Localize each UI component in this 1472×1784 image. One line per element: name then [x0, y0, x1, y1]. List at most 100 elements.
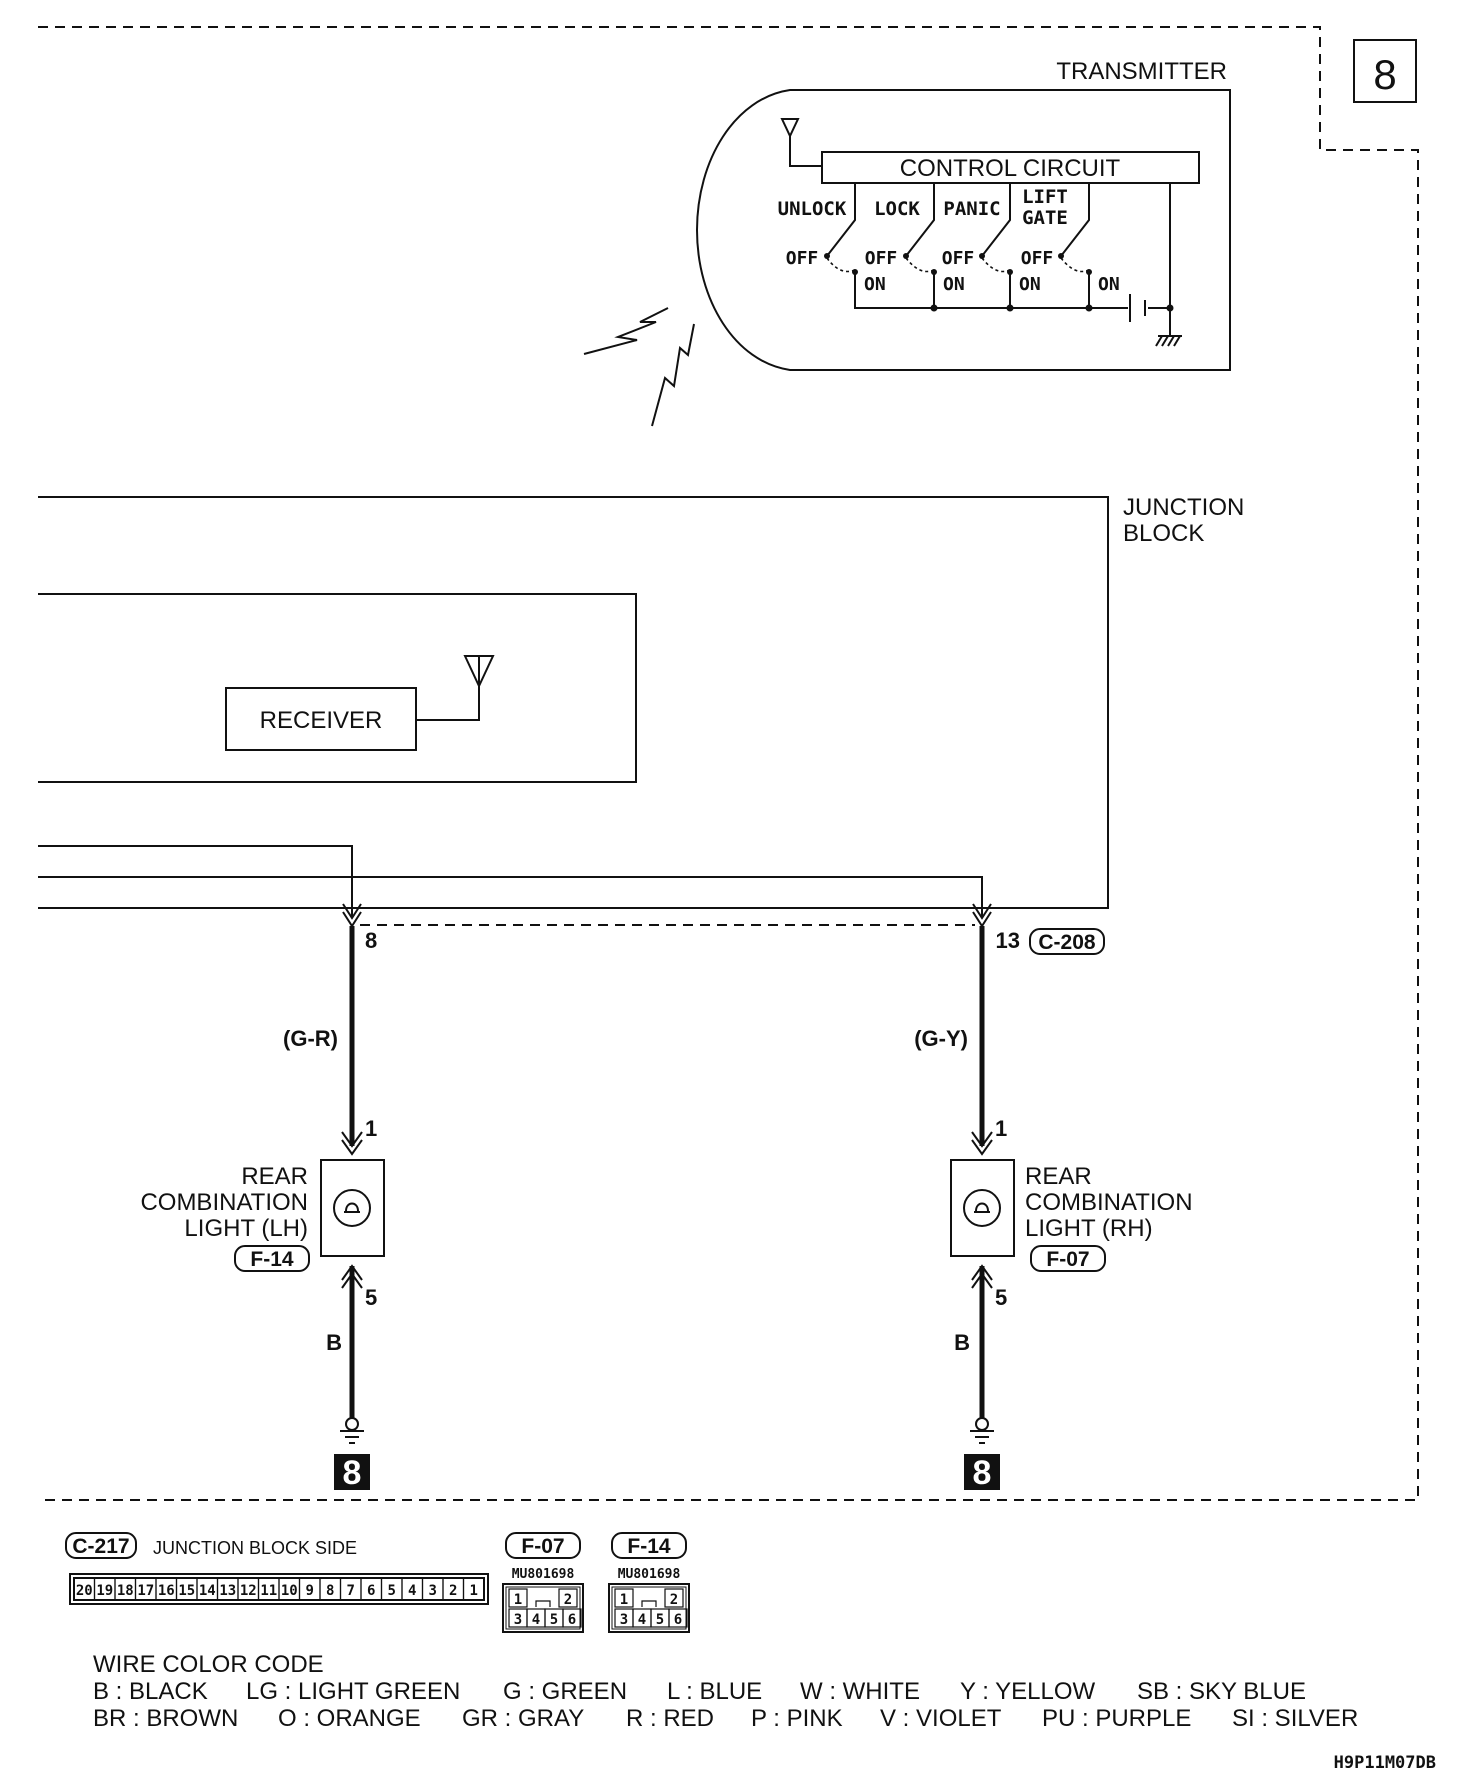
f07-pin-label: 4 — [532, 1612, 540, 1628]
f07-pin-label: 5 — [550, 1612, 558, 1628]
page-number: 8 — [1373, 51, 1396, 98]
lh-connector-tag: F-14 — [250, 1248, 294, 1271]
lh-ground-icon — [340, 1417, 364, 1444]
figure-code: H9P11M07DB — [1334, 1753, 1436, 1773]
switch-lock-off: OFF — [865, 248, 898, 269]
rh-component-label-2: COMBINATION — [1025, 1189, 1193, 1216]
f07-pin-cell — [558, 1588, 578, 1608]
wcc-row2-3: R : RED — [626, 1705, 714, 1732]
switch-panic-on: ON — [1019, 274, 1041, 295]
wcc-row2-7: SI : SILVER — [1232, 1705, 1358, 1732]
f07-pin-label: 3 — [514, 1612, 522, 1628]
switch-lock-on: ON — [943, 274, 965, 295]
f14-pin-label: 6 — [674, 1612, 682, 1628]
transmitter: TRANSMITTER CONTROL CIRCUIT UNLOCK LOCK … — [695, 58, 1231, 371]
wcc-row1-1: LG : LIGHT GREEN — [246, 1678, 460, 1705]
rh-component-label-1: REAR — [1025, 1163, 1092, 1190]
battery-icon — [1129, 294, 1146, 322]
rh-terminal-top: 13 — [996, 928, 1020, 953]
rh-terminal-in: 1 — [995, 1116, 1007, 1141]
c217-pin-label: 11 — [260, 1583, 277, 1599]
wcc-row1-3: L : BLUE — [667, 1678, 762, 1705]
lh-wire-color: (G-R) — [283, 1026, 338, 1051]
transmitter-title: TRANSMITTER — [1056, 58, 1227, 85]
wire-color-code: WIRE COLOR CODE B : BLACK LG : LIGHT GRE… — [93, 1651, 1358, 1732]
rh-ground-ref-box — [964, 1454, 1000, 1490]
c217-pin-label: 8 — [326, 1583, 334, 1599]
switch-liftgate-label-2: GATE — [1022, 207, 1068, 229]
svg-text:C-208: C-208 — [1038, 931, 1096, 954]
receiver-label: RECEIVER — [260, 707, 383, 734]
switch-lock-label: LOCK — [874, 198, 920, 220]
c217-pin-label: 16 — [158, 1583, 175, 1599]
lh-ground-ref: 8 — [343, 1454, 362, 1492]
wcc-row1-0: B : BLACK — [93, 1678, 208, 1705]
antenna-icon — [780, 118, 800, 139]
c217-pin-label: 12 — [240, 1583, 257, 1599]
c217-pin-label: 3 — [429, 1583, 437, 1599]
c217-pin-label: 13 — [219, 1583, 236, 1599]
wcc-row2-5: V : VIOLET — [880, 1705, 1002, 1732]
circuit-rh: 13 (G-Y) 1 REAR COMBINATION LIGHT (RH) F… — [914, 903, 1193, 1492]
c217-pin-label: 6 — [367, 1583, 375, 1599]
wcc-row1-4: W : WHITE — [800, 1678, 920, 1705]
lh-ground-ref-box — [334, 1454, 370, 1490]
f14-part: MU801698 — [618, 1567, 681, 1582]
c217-pin-label: 5 — [388, 1583, 396, 1599]
f07-pin-cell — [562, 1608, 582, 1628]
radio-signal-icon — [583, 307, 695, 427]
f07-pin-label: 2 — [564, 1592, 572, 1608]
switch-unlock-on: ON — [864, 274, 886, 295]
c217-pin-label: 10 — [281, 1583, 298, 1599]
c217-pin-label: 9 — [306, 1583, 314, 1599]
page-border — [38, 26, 1419, 1501]
f14-pin-label: 3 — [620, 1612, 628, 1628]
c217-pin-cell — [462, 1577, 485, 1601]
switch-liftgate-label-1: LIFT — [1022, 186, 1068, 208]
f14-pin-label: 1 — [620, 1592, 628, 1608]
f07-pin-label: 1 — [514, 1592, 522, 1608]
wcc-row1-5: Y : YELLOW — [960, 1678, 1096, 1705]
junction-block: JUNCTION BLOCK RECEIVER — [38, 494, 1244, 916]
c217-pin-label: 20 — [76, 1583, 93, 1599]
c217-pin-label: 19 — [96, 1583, 113, 1599]
rh-terminal-out: 5 — [995, 1285, 1007, 1310]
lh-terminal-top: 8 — [365, 928, 377, 953]
rh-lamp-icon — [963, 1189, 1001, 1227]
wcc-row2-4: P : PINK — [751, 1705, 843, 1732]
c217-pin-label: 15 — [178, 1583, 195, 1599]
f14-pin-label: 4 — [638, 1612, 646, 1628]
f07-pin-cell — [508, 1588, 528, 1608]
chassis-ground-icon — [1155, 335, 1182, 347]
connector-c208-tag: C-208 — [1029, 928, 1105, 955]
rh-ground-wire: B — [954, 1330, 970, 1355]
circuit-lh: 8 (G-R) 1 REAR COMBINATION LIGHT (LH) F-… — [140, 903, 385, 1492]
wcc-row2-6: PU : PURPLE — [1042, 1705, 1191, 1732]
switch-unlock-off: OFF — [786, 248, 819, 269]
wcc-row1-6: SB : SKY BLUE — [1137, 1678, 1306, 1705]
c217-pin-label: 14 — [199, 1583, 216, 1599]
lh-terminal-out: 5 — [365, 1285, 377, 1310]
lh-component-label-2: COMBINATION — [140, 1189, 308, 1216]
wcc-row1-2: G : GREEN — [503, 1678, 627, 1705]
f14-pin-label: 5 — [656, 1612, 664, 1628]
junction-block-title-1: JUNCTION — [1123, 494, 1244, 521]
f14-pin-label: 2 — [670, 1592, 678, 1608]
wcc-row2-1: O : ORANGE — [278, 1705, 421, 1732]
rh-wire-color: (G-Y) — [914, 1026, 968, 1051]
f07-pin-label: 6 — [568, 1612, 576, 1628]
f14-code: F-14 — [627, 1535, 671, 1558]
rh-component-label-3: LIGHT (RH) — [1025, 1215, 1153, 1242]
lh-component-label-3: LIGHT (LH) — [184, 1215, 308, 1242]
f14-pin-cell — [668, 1608, 688, 1628]
c217-pin-label: 1 — [470, 1583, 478, 1599]
switch-panic-label: PANIC — [943, 198, 1000, 220]
switch-unlock-label: UNLOCK — [778, 198, 847, 220]
switch-liftgate-on: ON — [1098, 274, 1120, 295]
